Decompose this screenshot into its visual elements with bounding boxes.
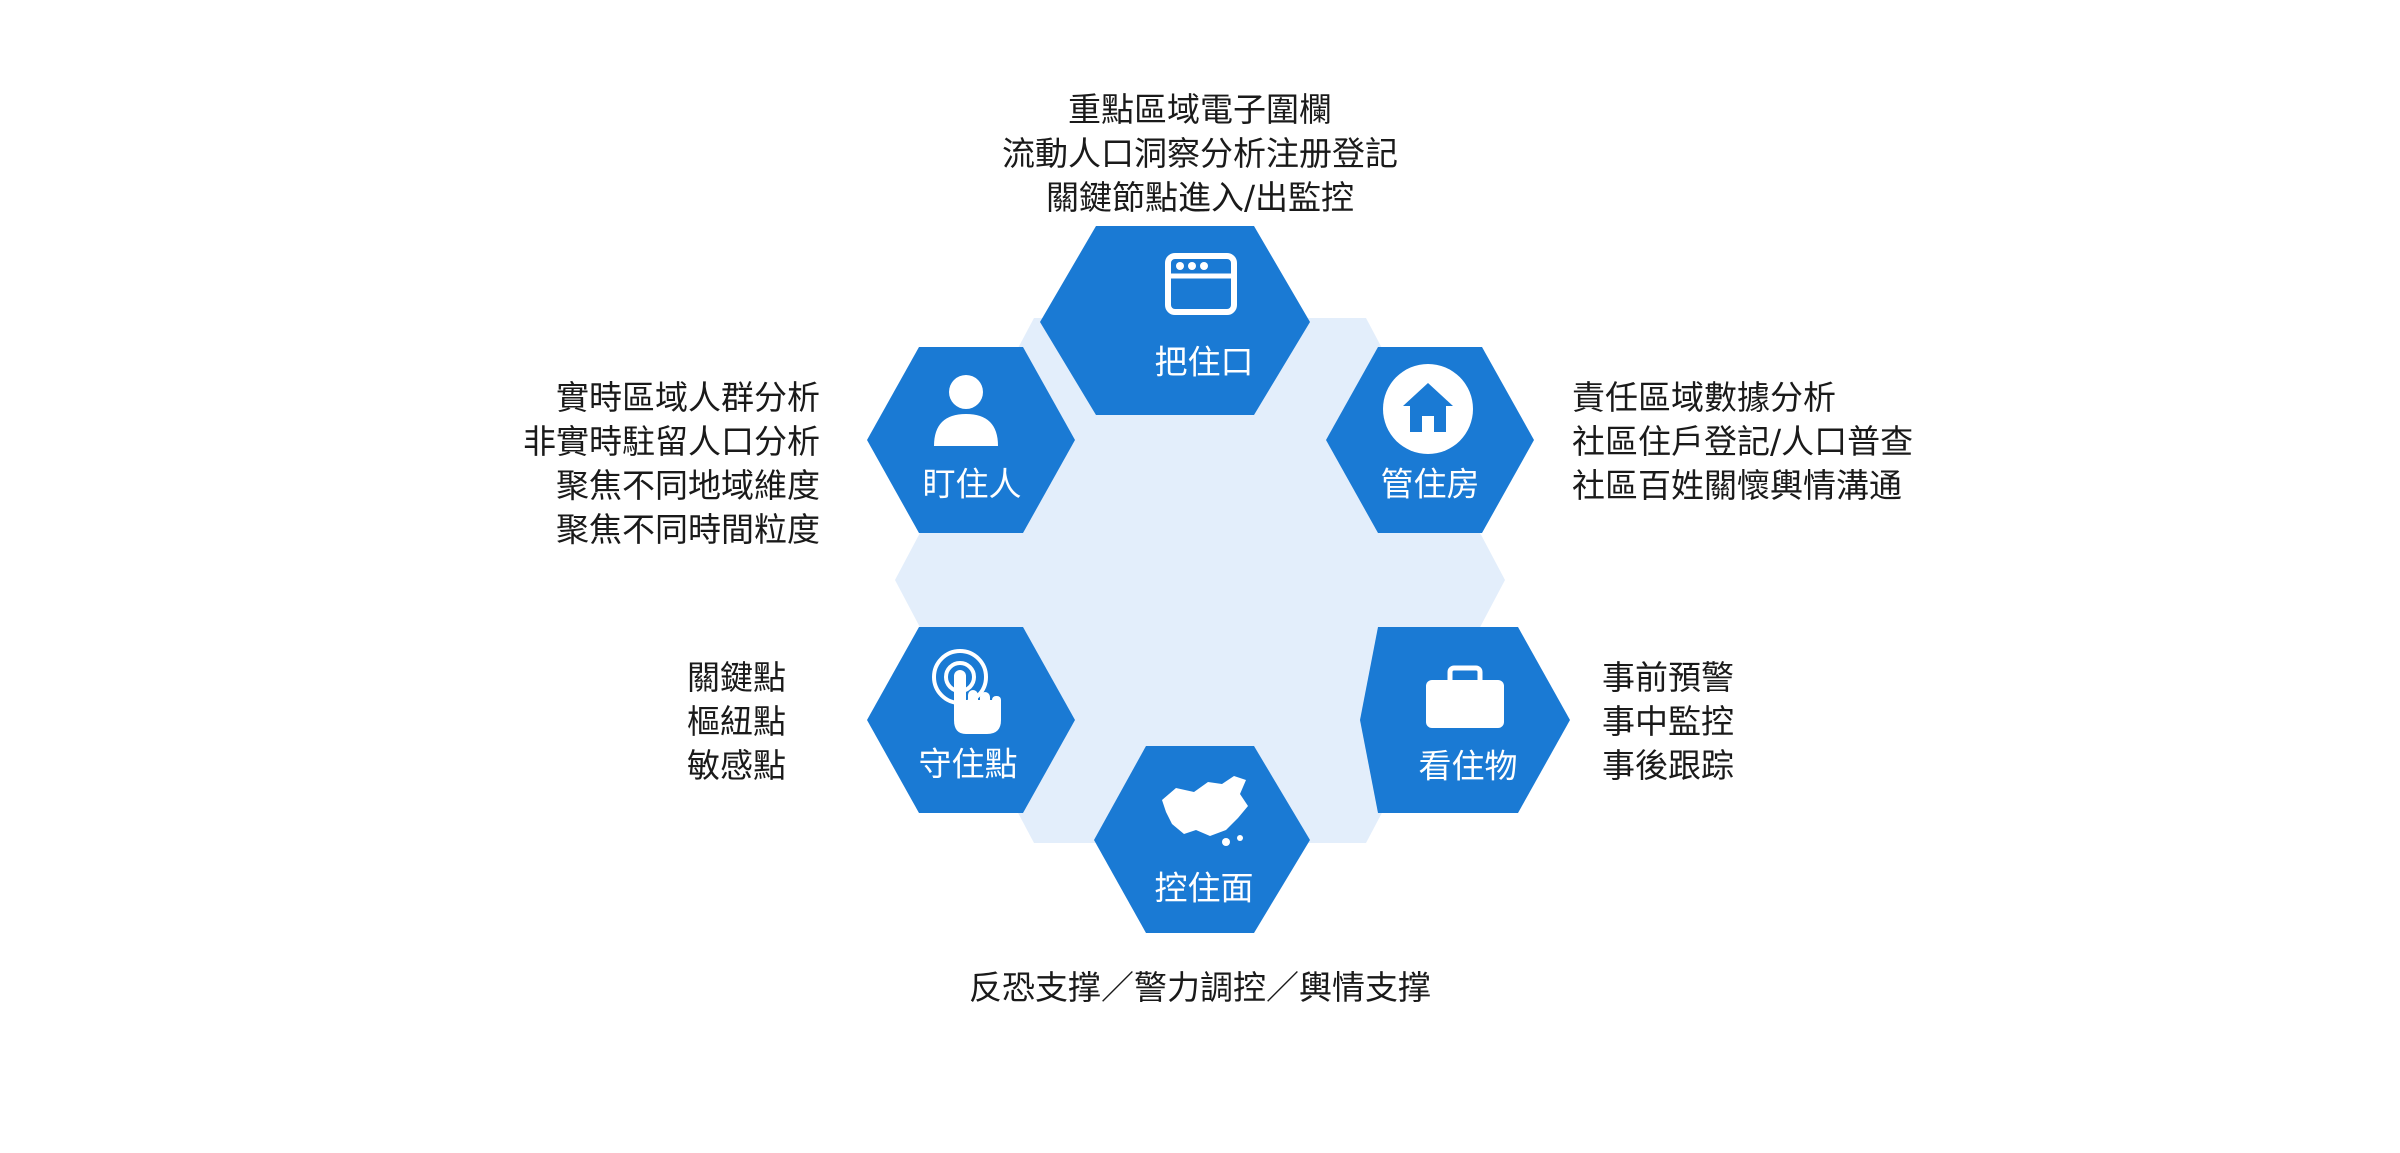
hex-node-top[interactable]: 把住口	[1040, 226, 1310, 415]
briefcase-icon	[1426, 665, 1504, 728]
annotation-top: 重點區域電子圍欄 流動人口洞察分析注册登記 關鍵節點進入/出監控	[1002, 88, 1398, 220]
annotation-line: 事後跟踪	[1602, 746, 1734, 785]
hex-node-lower-right[interactable]: 看住物	[1360, 627, 1570, 813]
hex-label-bottom: 控住面	[1155, 869, 1254, 908]
annotation-line: 非實時駐留人口分析	[523, 422, 820, 461]
annotation-upper-left: 實時區域人群分析 非實時駐留人口分析 聚焦不同地域維度 聚焦不同時間粒度	[523, 376, 820, 552]
hex-node-upper-right[interactable]: 管住房	[1326, 347, 1534, 533]
annotation-line: 社區百姓關懷輿情溝通	[1572, 466, 1902, 505]
annotation-line: 敏感點	[687, 746, 786, 785]
annotation-line: 關鍵點	[687, 658, 786, 697]
annotation-lower-left: 關鍵點 樞紐點 敏感點	[687, 656, 786, 788]
annotation-line: 樞紐點	[687, 702, 786, 741]
house-icon	[1383, 364, 1473, 454]
annotation-bottom: 反恐支撑／警力調控／輿情支撑	[969, 966, 1431, 1010]
person-icon	[934, 375, 998, 446]
annotation-line: 聚焦不同時間粒度	[556, 510, 820, 549]
browser-window-icon	[1165, 253, 1237, 315]
hex-label-upper-left: 盯住人	[923, 465, 1022, 504]
touch-finger-icon	[932, 649, 1001, 734]
hex-label-top: 把住口	[1155, 343, 1254, 382]
china-map-icon	[1162, 776, 1248, 846]
annotation-line: 流動人口洞察分析注册登記	[1002, 134, 1398, 173]
hex-label-lower-right: 看住物	[1419, 747, 1518, 786]
annotation-line: 實時區域人群分析	[556, 378, 820, 417]
annotation-line: 反恐支撑／警力調控／輿情支撑	[969, 968, 1431, 1007]
hex-label-upper-right: 管住房	[1381, 465, 1480, 504]
annotation-line: 責任區域數據分析	[1572, 378, 1836, 417]
annotation-line: 關鍵節點進入/出監控	[1045, 178, 1355, 217]
annotation-upper-right: 責任區域數據分析 社區住戶登記/人口普查 社區百姓關懷輿情溝通	[1572, 376, 1913, 508]
annotation-line: 事前預警	[1602, 658, 1734, 697]
hex-node-upper-left[interactable]: 盯住人	[867, 347, 1075, 533]
hex-label-lower-left: 守住點	[919, 745, 1018, 784]
annotation-line: 重點區域電子圍欄	[1068, 90, 1332, 129]
annotation-line: 聚焦不同地域維度	[556, 466, 820, 505]
hex-node-bottom[interactable]: 控住面	[1094, 746, 1310, 933]
annotation-line: 事中監控	[1602, 702, 1734, 741]
annotation-line: 社區住戶登記/人口普查	[1572, 422, 1914, 461]
hex-node-lower-left[interactable]: 守住點	[867, 627, 1075, 813]
annotation-lower-right: 事前預警 事中監控 事後跟踪	[1602, 656, 1734, 788]
